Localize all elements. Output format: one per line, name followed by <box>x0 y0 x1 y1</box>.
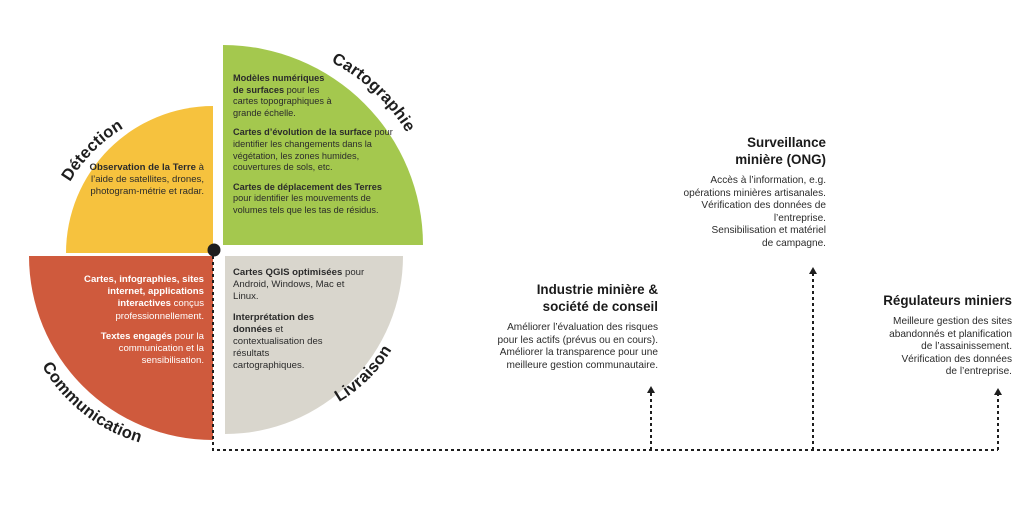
regulateurs-title: Régulateurs miniers <box>883 293 1012 308</box>
industrie-line: Améliorer l’évaluation des risques <box>507 322 658 333</box>
carto-item-2-desc: pour identifier les changements dans la … <box>233 127 393 173</box>
communication-text: Cartes, infographies, sites internet, ap… <box>66 274 204 375</box>
stakeholder-regulateurs: Régulateurs miniers Meilleure gestion de… <box>836 292 1012 379</box>
quadrant-detection <box>66 106 213 253</box>
ong-line: opérations minières artisanales. <box>683 187 826 199</box>
liv-item-2-desc: et contextualisation des résultats carto… <box>233 323 323 372</box>
detection-bold: Observation de la Terre <box>89 162 196 173</box>
livraison-text: Cartes QGIS optimisées pour Android, Win… <box>233 267 367 381</box>
quadrant-communication <box>29 256 213 440</box>
quadrant-livraison <box>225 256 403 434</box>
carto-item-2-bold: Cartes d’évolution de la surface <box>233 127 372 138</box>
regulateurs-line: de l’assainissement. <box>921 341 1012 353</box>
industrie-line: pour les actifs (prévus ou en cours). <box>497 334 658 346</box>
liv-item-1-desc: pour Android, Windows, Mac et Linux. <box>233 267 365 303</box>
comm-item-2-desc: pour la communication et la sensibilisat… <box>118 330 204 367</box>
liv-item-2-bold: Interprétation des données <box>233 311 315 335</box>
liv-item-1-bold: Cartes QGIS optimisées <box>233 267 343 278</box>
detection-desc: à l’aide de satellites, drones, photogra… <box>90 162 204 198</box>
carto-item-1-bold: Modèles numériques de surfaces <box>233 73 325 95</box>
regulateurs-line: Vérification des données <box>901 353 1012 365</box>
center-node <box>207 243 221 257</box>
industrie-line: meilleure gestion communautaire. <box>506 359 658 371</box>
arrow-head-ong <box>809 267 817 274</box>
connector-main-line <box>212 256 998 451</box>
ong-line: de campagne. <box>762 237 826 249</box>
comm-item-1-desc: conçus professionnellement. <box>115 298 204 322</box>
cartographie-text: Modèles numériques de surfaces pour les … <box>233 73 393 225</box>
stakeholder-ong: Surveillance minière (ONG) Accès à l’inf… <box>638 134 826 251</box>
quadrant-cartographie <box>223 45 423 245</box>
regulateurs-line: de l’entreprise. <box>945 366 1012 378</box>
regulateurs-line: abandonnés et planification <box>889 328 1012 340</box>
comm-item-1-bold: Cartes, infographies, sites internet, ap… <box>84 274 204 310</box>
ong-line: Vérification des données de <box>701 200 826 212</box>
ong-line: Sensibilisation et matériel <box>711 225 826 237</box>
detection-text: Observation de la Terre à l’aide de sate… <box>86 162 204 207</box>
industrie-title: Industrie minière & société de conseil <box>536 282 658 314</box>
industrie-line: Améliorer la transparence pour une <box>499 347 658 359</box>
arrow-head-industrie <box>647 386 655 393</box>
arrow-head-regulateurs <box>994 388 1002 395</box>
ong-line: l’entreprise. <box>773 212 826 224</box>
ong-title: Surveillance minière (ONG) <box>735 135 826 167</box>
ong-line: Accès à l’information, e.g. <box>710 175 826 186</box>
regulateurs-line: Meilleure gestion des sites <box>893 316 1012 327</box>
comm-item-2-bold: Textes engagés <box>100 330 172 342</box>
stakeholder-industrie: Industrie minière & société de conseil A… <box>455 281 658 372</box>
carto-item-3-bold: Cartes de déplacement des Terres <box>233 181 382 192</box>
carto-item-3-desc: pour identifier les mouvements de volume… <box>233 193 379 215</box>
carto-item-1-desc: pour les cartes topographiques à grande … <box>233 84 332 118</box>
